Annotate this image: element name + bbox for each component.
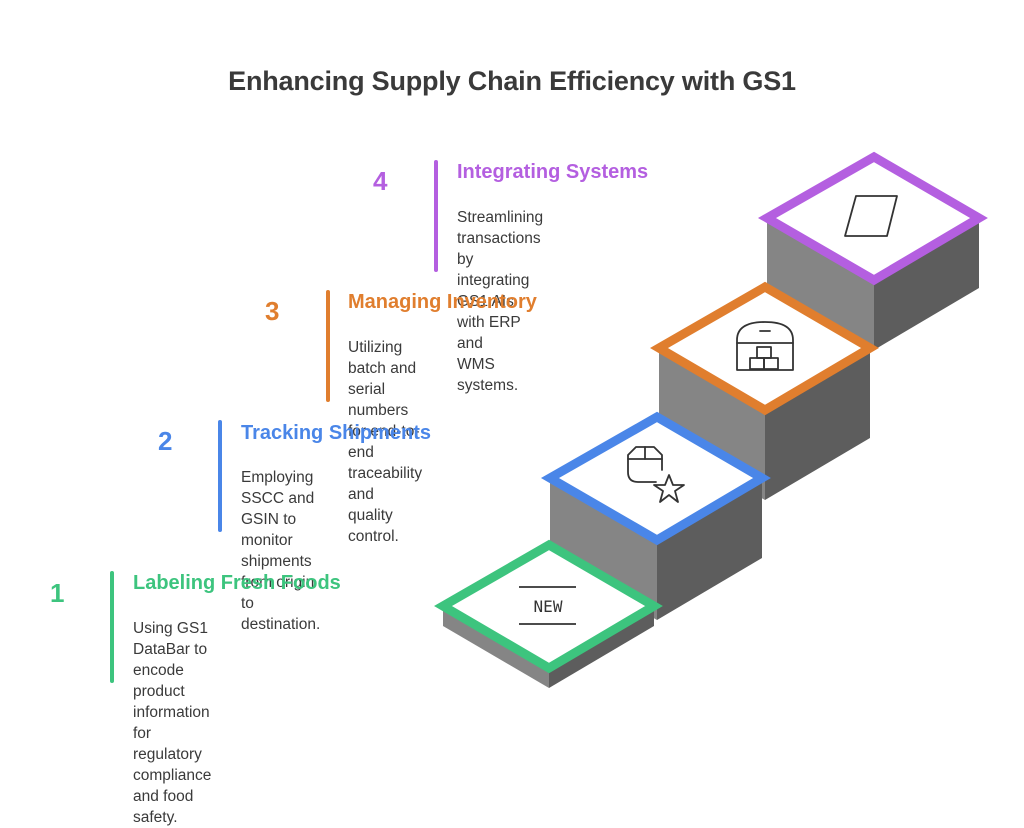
- description-line: Streamlining transactions by: [457, 209, 544, 268]
- step-description: Streamlining transactions by integrating…: [457, 207, 543, 396]
- stair-top-3: [650, 281, 879, 416]
- step-divider: [110, 571, 114, 683]
- description-line: for end-to-end traceability and: [348, 423, 423, 503]
- step-heading: Tracking Shipments: [241, 422, 432, 444]
- step-number: 2: [158, 426, 173, 456]
- step-heading: Managing Inventory: [348, 291, 537, 313]
- box-star-icon: [627, 446, 685, 503]
- description-line: compliance and food safety.: [133, 767, 212, 826]
- step-description: Utilizing batch and serial numbers for e…: [348, 337, 422, 547]
- stair-top-2: [540, 411, 771, 546]
- page-title: Enhancing Supply Chain Efficiency with G…: [228, 66, 796, 96]
- step-number: 3: [265, 296, 280, 326]
- description-line: WMS systems.: [457, 356, 519, 394]
- step-description: Employing SSCC and GSIN to monitor shipm…: [241, 467, 320, 635]
- step-heading: Integrating Systems: [457, 161, 649, 183]
- step-divider: [326, 290, 330, 402]
- description-line: destination.: [241, 616, 321, 633]
- stair-top-4: [757, 151, 988, 286]
- stair-top-1: [434, 539, 663, 674]
- description-line: Employing SSCC and GSIN to: [241, 469, 315, 528]
- warehouse-icon: [736, 321, 794, 371]
- staircase-graphic: NEW: [434, 151, 988, 688]
- new-label-icon: NEW: [519, 586, 576, 625]
- description-line: Using GS1 DataBar to encode: [133, 620, 208, 679]
- step-divider: [434, 160, 438, 272]
- description-line: Utilizing batch and serial numbers: [348, 339, 417, 419]
- new-label-text: NEW: [534, 597, 563, 616]
- step-heading: Labeling Fresh Foods: [133, 572, 341, 594]
- stair-block-2: [540, 411, 771, 620]
- stair-block-4: [757, 151, 988, 350]
- step-number: 4: [373, 166, 388, 196]
- step-divider: [218, 420, 222, 532]
- step-number: 1: [50, 578, 65, 608]
- description-line: monitor shipments from origin to: [241, 532, 315, 612]
- stair-block-1: [434, 539, 663, 688]
- description-line: quality control.: [348, 507, 399, 545]
- description-line: integrating GS1 AIs with ERP and: [457, 272, 530, 352]
- parallelogram-icon: [844, 195, 898, 237]
